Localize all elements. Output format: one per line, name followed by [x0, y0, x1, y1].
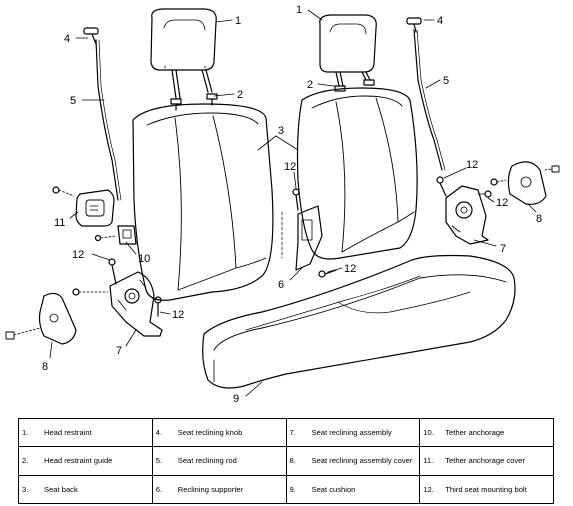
legend-cell: 2.Head restraint guide [18, 446, 153, 476]
callout-5-left: 5 [70, 95, 76, 107]
callout-10: 10 [138, 253, 150, 265]
left-head-restraint [150, 8, 217, 99]
left-seat-reclining-assembly-cover [5, 292, 77, 345]
legend-cell: 3.Seat back [18, 474, 153, 505]
callout-9: 9 [233, 393, 239, 405]
callout-12-left-lower: 12 [172, 309, 184, 321]
callout-3: 3 [278, 125, 284, 137]
right-seat-reclining-knob [406, 17, 422, 33]
right-seat-reclining-rod [413, 29, 446, 171]
callout-labels: 1 1 2 2 3 4 4 5 5 6 7 7 8 8 9 10 11 12 1… [42, 4, 542, 405]
right-seat-reclining-assembly-cover [507, 161, 560, 205]
left-seat-reclining-knob [83, 27, 99, 45]
callout-12-center-lower: 12 [344, 263, 356, 275]
callout-7-left: 7 [116, 345, 122, 357]
callout-12-left-upper: 12 [72, 249, 84, 261]
legend-cell: 11.Tether anchorage cover [419, 446, 554, 476]
callout-2-left: 2 [237, 89, 243, 101]
legend-cell: 1.Head restraint [18, 417, 153, 448]
callout-12-right: 12 [466, 159, 478, 171]
left-seat-back [132, 103, 274, 301]
legend-row: 1.Head restraint 4.Seat reclining knob 7… [18, 417, 554, 448]
leader-lines [49, 9, 537, 397]
legend-cell: 5.Seat reclining rod [151, 446, 287, 476]
callout-4-left: 4 [64, 33, 70, 45]
left-seat-reclining-rod [95, 39, 122, 201]
callout-1-left: 1 [235, 15, 241, 27]
callout-11: 11 [54, 217, 65, 229]
legend-row: 2.Head restraint guide 5.Seat reclining … [18, 446, 554, 476]
callout-5-right: 5 [443, 75, 449, 87]
legend-cell: 4.Seat reclining knob [151, 417, 287, 448]
callout-4-right: 4 [437, 15, 443, 27]
callout-1-right: 1 [296, 4, 302, 16]
right-seat-reclining-assembly [436, 176, 507, 245]
legend-cell: 12.Third seat mounting bolt [419, 474, 554, 505]
seat-cushion [202, 254, 516, 389]
legend-cell: 9.Seat cushion [285, 474, 421, 505]
callout-2-right: 2 [307, 79, 313, 91]
legend-cell: 10.Tether anchorage [419, 417, 554, 448]
callout-6: 6 [278, 279, 284, 291]
right-head-restraint [319, 14, 377, 92]
callout-7-right: 7 [500, 243, 506, 255]
parts-legend-table: 1.Head restraint 4.Seat reclining knob 7… [18, 417, 554, 505]
legend-row: 3.Seat back 6.Reclining supporter 9.Seat… [18, 474, 554, 505]
legend-cell: 7.Seat reclining assembly [285, 417, 421, 448]
seat-exploded-diagram: 1 1 2 2 3 4 4 5 5 6 7 7 8 8 9 10 11 12 1… [5, 4, 560, 405]
callout-12-center-upper: 12 [284, 161, 296, 173]
tether-anchorage-cover [52, 186, 115, 227]
callout-8-right: 8 [536, 213, 542, 225]
legend-cell: 8.Seat reclining assembly cover [285, 446, 421, 476]
legend-cell: 6.Reclining supporter [151, 474, 287, 505]
reclining-supporter [281, 188, 337, 278]
left-seat-reclining-assembly [72, 258, 163, 337]
callout-8-left: 8 [42, 361, 48, 373]
right-seat-back [296, 87, 418, 260]
tether-anchorage [94, 225, 137, 245]
left-head-restraint-guides [170, 93, 218, 111]
